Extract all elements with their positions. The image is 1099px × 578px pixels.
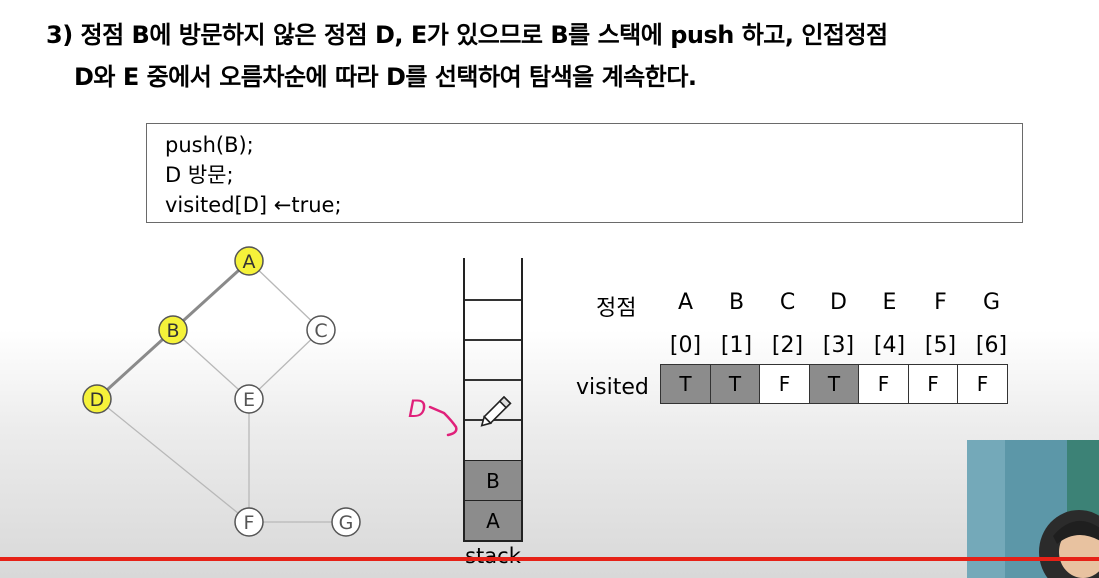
graph-edge-C-E xyxy=(248,329,322,400)
graph-edge-A-B xyxy=(171,259,251,332)
stack-item: A xyxy=(465,500,521,540)
graph-node-E: E xyxy=(234,384,264,414)
code-line-1: push(B); xyxy=(165,133,254,157)
vertex-name: D xyxy=(830,290,847,315)
graph-node-D: D xyxy=(82,384,112,414)
graph-node-circle xyxy=(234,384,264,414)
graph-node-A: A xyxy=(234,246,264,276)
graph-edge-B-E xyxy=(172,329,250,400)
graph-edge-B-D xyxy=(95,328,175,401)
stack-base xyxy=(463,540,523,542)
graph-edge-D-F xyxy=(96,398,250,523)
graph-node-B: B xyxy=(158,315,188,345)
vertex-name: C xyxy=(779,290,796,315)
vertex-index: [2] xyxy=(771,333,804,358)
stack-slot-line xyxy=(465,339,521,341)
graph-node-label: G xyxy=(339,512,354,534)
graph-node-label: B xyxy=(166,320,179,342)
graph-node-label: C xyxy=(314,320,327,342)
stack-wall-right xyxy=(521,258,523,542)
graph-diagram: A B C D E F G xyxy=(82,246,361,537)
stack-item: B xyxy=(465,460,521,500)
presenter-webcam xyxy=(967,440,1099,578)
slide-heading: 3) 정점 B에 방문하지 않은 정점 D, E가 있으므로 B를 스택에 pu… xyxy=(46,14,888,98)
graph-node-G: G xyxy=(331,507,361,537)
vertex-header-label: 정점 xyxy=(596,296,637,321)
handwritten-arrow xyxy=(428,405,458,437)
graph-node-F: F xyxy=(234,507,264,537)
vertex-index: [4] xyxy=(873,333,906,358)
vertex-name: F xyxy=(934,290,947,315)
visited-cell-D: T xyxy=(808,364,860,404)
graph-node-circle xyxy=(82,384,112,414)
pencil-cursor-icon xyxy=(480,395,512,427)
stack-wall-left xyxy=(463,258,465,542)
stack-slot-line xyxy=(465,379,521,381)
graph-node-C: C xyxy=(306,315,336,345)
graph-node-label: D xyxy=(90,389,105,411)
heading-line-2: D와 E 중에서 오름차순에 따라 D를 선택하여 탐색을 계속한다. xyxy=(74,63,697,91)
visited-cell-E: F xyxy=(858,364,909,404)
graph-node-circle xyxy=(306,315,336,345)
graph-node-label: A xyxy=(243,251,256,273)
visited-cell-A: T xyxy=(660,364,711,404)
visited-cell-G: F xyxy=(957,364,1008,404)
visited-cell-C: F xyxy=(759,364,810,404)
handwritten-annotation: D xyxy=(408,395,458,437)
stack-label: stack xyxy=(465,544,521,568)
vertex-index: [0] xyxy=(669,333,702,358)
vertex-index: [1] xyxy=(720,333,753,358)
graph-edge-A-C xyxy=(248,260,322,331)
code-box: push(B); D 방문; visited[D] ←true; xyxy=(146,123,1023,223)
vertex-index: [6] xyxy=(975,333,1008,358)
graph-node-circle xyxy=(234,507,264,537)
visited-cell-F: F xyxy=(907,364,959,404)
graph-node-circle xyxy=(234,246,264,276)
vertex-index: [5] xyxy=(924,333,957,358)
vertex-name: E xyxy=(882,290,897,315)
heading-line-1: 3) 정점 B에 방문하지 않은 정점 D, E가 있으므로 B를 스택에 pu… xyxy=(46,21,888,49)
vertex-index: [3] xyxy=(822,333,855,358)
graph-node-circle xyxy=(158,315,188,345)
vertex-name: A xyxy=(677,290,694,315)
visited-row-label: visited xyxy=(576,375,649,400)
stack-slot-line xyxy=(465,299,521,301)
graph-node-label: F xyxy=(244,512,255,534)
video-progress-bar[interactable] xyxy=(0,557,1099,561)
vertex-name: B xyxy=(728,290,745,315)
handwritten-annotation-text: D xyxy=(408,395,426,423)
vertex-name: G xyxy=(982,290,1001,315)
annotation-overlay: D xyxy=(408,395,512,437)
visited-cell-B: T xyxy=(709,364,761,404)
presenter-video-frame xyxy=(967,440,1099,578)
graph-node-label: E xyxy=(243,389,255,411)
graph-node-circle xyxy=(331,507,361,537)
code-line-3: visited[D] ←true; xyxy=(165,193,342,217)
code-line-2: D 방문; xyxy=(165,163,234,187)
